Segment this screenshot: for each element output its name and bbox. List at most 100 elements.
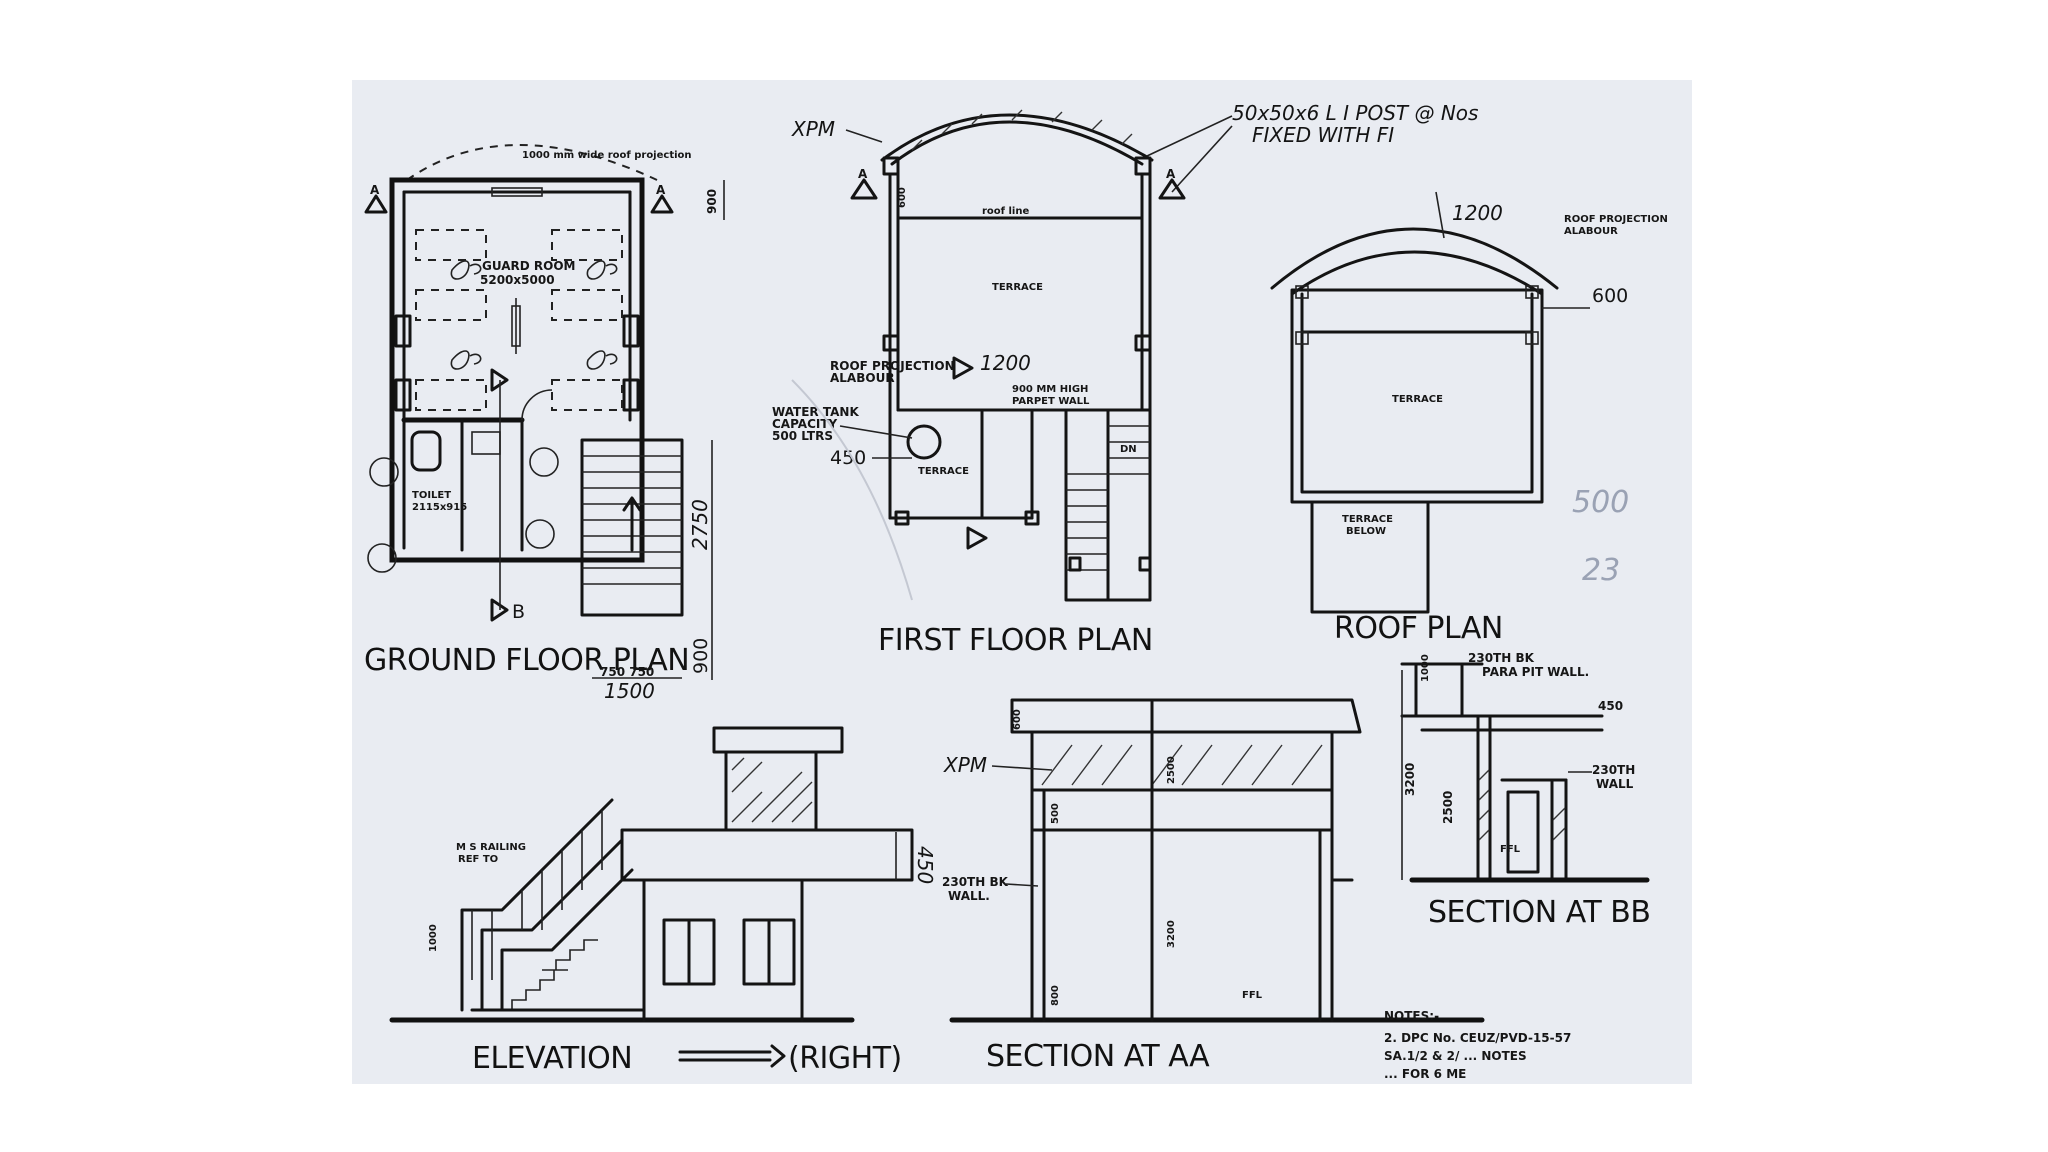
rp-terrace-below-label: TERRACE [1342,514,1393,525]
ceiling-fan-icon [586,260,618,280]
rp-faint-note-500: 500 [1572,485,1629,520]
ff-roof-line-label: roof line [982,206,1029,217]
rp-dim-1200: 1200 [1452,201,1503,225]
gf-dim-1500: 1500 [604,679,655,703]
ff-post-note-2: FIXED WITH FI [1252,123,1394,147]
ceiling-fan-icon [450,350,482,370]
ff-leader [845,129,883,143]
rp-post [1525,285,1539,299]
rp-terrace-below-label-2: BELOW [1346,526,1386,537]
elevation-title-suffix: (RIGHT) [788,1041,902,1076]
gf-annotation-circle [367,543,397,573]
gf-column [394,314,412,348]
gf-section-a-label-right: A [656,183,666,197]
notes-line-2: SA.1/2 & 2/ ... NOTES [1384,1049,1527,1063]
ff-column [1024,510,1040,526]
roof-plan-title: ROOF PLAN [1334,611,1503,646]
ground-floor-plan-title: GROUND FLOOR PLAN [364,643,689,678]
ff-leader [1171,125,1233,193]
ff-arch-roof [880,113,1154,162]
sa-ffl-label: FFL [1242,990,1263,1001]
gf-fixture-outline [415,289,487,321]
ff-section-a-label: A [858,167,868,181]
gf-annotation-circle [369,457,399,487]
el-railing-label: M S RAILING [456,842,526,853]
rp-roof-projection-label-2: ALABOUR [1564,226,1618,237]
sb-wall-hatch [1478,769,1566,841]
ff-water-tank-label-2: CAPACITY [772,417,838,431]
section-marker-b [966,526,988,550]
rp-post [1295,285,1309,299]
ceiling-fan-icon [586,350,618,370]
gf-column [622,378,640,412]
sb-ffl-label: FFL [1500,844,1521,855]
sa-roof-hatch [1041,744,1323,786]
sa-dim-800: 800 [1050,985,1061,1006]
sa-first-slab [1030,788,1334,832]
ff-water-tank-label-3: 500 LTRS [772,429,833,443]
architectural-drawing: 1000 mm wide roof projection GUARD ROOM … [364,101,1668,1081]
gf-toilet-size: 2115x915 [412,502,467,513]
section-bb: 230TH BK PARA PIT WALL. 450 3200 2500 FF… [1400,651,1651,930]
notes-line-3: ... FOR 6 ME [1384,1067,1466,1081]
rp-terrace-below-outline [1310,500,1430,614]
ff-column [1134,334,1152,352]
rp-roof-projection-arc [1270,227,1559,290]
sa-dim-2500: 2500 [1166,756,1177,784]
section-marker-a [850,178,878,200]
sb-wall-label: 230TH [1592,763,1635,777]
gf-fixture-outline [415,379,487,411]
gf-column [394,378,412,412]
gf-outer-wall [389,177,645,563]
ff-arch-roof-inner [890,120,1144,166]
gf-staircase [580,438,684,617]
gf-window [491,187,543,197]
sa-leader [991,765,1053,771]
rp-roof-projection-label: ROOF PROJECTION [1564,214,1668,225]
gf-guard-room-label: GUARD ROOM [482,259,575,273]
gf-fixture-outline [551,379,623,411]
ff-dn-label: DN [1120,444,1137,455]
section-aa: XPM 230TH BK WALL. 600 2500 500 3200 800… [942,698,1485,1074]
gf-dim-900: 900 [705,189,719,214]
rp-arch [1290,250,1544,296]
ff-dim-600: 600 [897,187,908,208]
gf-fixture-outline [551,289,623,321]
sb-door [1506,790,1540,874]
section-marker-a [650,194,674,214]
el-headroom-hatch [731,757,813,823]
sb-parapet-label-2: PARA PIT WALL. [1482,665,1589,679]
section-marker-a [1158,178,1186,200]
gf-fixture-outline [551,229,623,261]
el-roof-slab [620,828,914,882]
elevation-arrow-symbol [678,1044,786,1068]
gf-fixture-outline [415,229,487,261]
ff-arch-hatch [911,109,1133,151]
gf-dim-2750: 2750 [688,499,712,550]
sb-dim-1000: 1000 [1420,654,1431,682]
elevation-title: ELEVATION [472,1041,632,1076]
ff-column [882,334,900,352]
sa-roof-slab [1010,698,1362,734]
elevation-right: M S RAILING REF TO 1000 450 ELEVATION (R… [389,726,937,1076]
gf-annotation-circle [529,447,559,477]
sa-wall-label-2: WALL. [948,889,990,903]
notes-line-1: 2. DPC No. CEUZ/PVD-15-57 [1384,1031,1571,1045]
ff-parapet-label: 900 MM HIGH [1012,384,1088,395]
section-aa-title: SECTION AT AA [986,1039,1210,1074]
ff-xpm-label: XPM [791,117,835,141]
gf-annotation-circle [525,519,555,549]
section-marker-b [952,356,974,380]
el-railing [460,798,614,1012]
el-dim-450: 450 [913,846,937,884]
sa-dim-600: 600 [1012,709,1023,730]
rp-dim-line [1435,191,1445,239]
sa-dim-3200: 3200 [1166,920,1177,948]
ground-floor-plan: 1000 mm wide roof projection GUARD ROOM … [364,144,725,703]
rp-terrace-label: TERRACE [1392,394,1443,405]
el-railing-label-2: REF TO [458,854,498,865]
ff-post-note: 50x50x6 L I POST @ Nos [1232,101,1478,125]
sa-dim-500: 500 [1050,803,1061,824]
roof-plan: 1200 ROOF PROJECTION ALABOUR 600 TERRACE… [1270,191,1668,646]
ff-section-a-label-right: A [1166,167,1176,181]
